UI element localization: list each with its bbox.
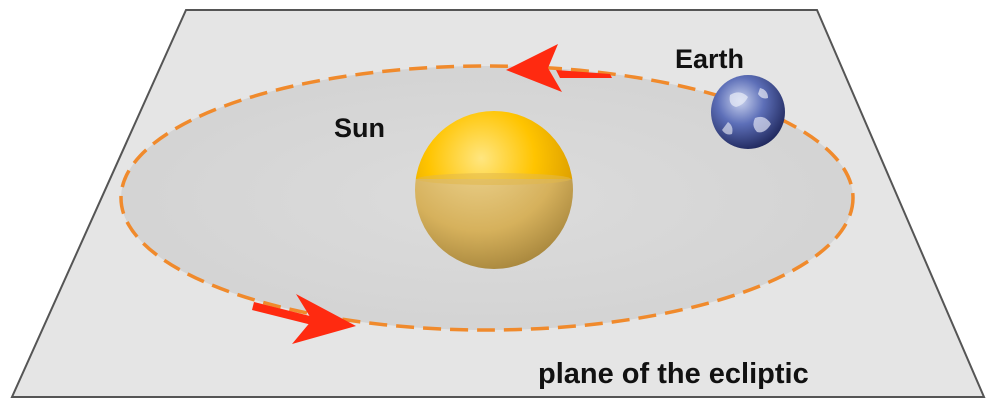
orbit-arrow-top-icon: [506, 44, 612, 92]
sun-label: Sun: [334, 113, 385, 143]
earth-orbit: [119, 64, 855, 332]
plane-label: plane of the ecliptic: [538, 358, 809, 390]
earth-globe: [711, 75, 785, 149]
earth-label: Earth: [675, 44, 744, 74]
sun-sphere: [415, 111, 573, 269]
orbit-arrow-bottom-icon: [252, 294, 356, 344]
